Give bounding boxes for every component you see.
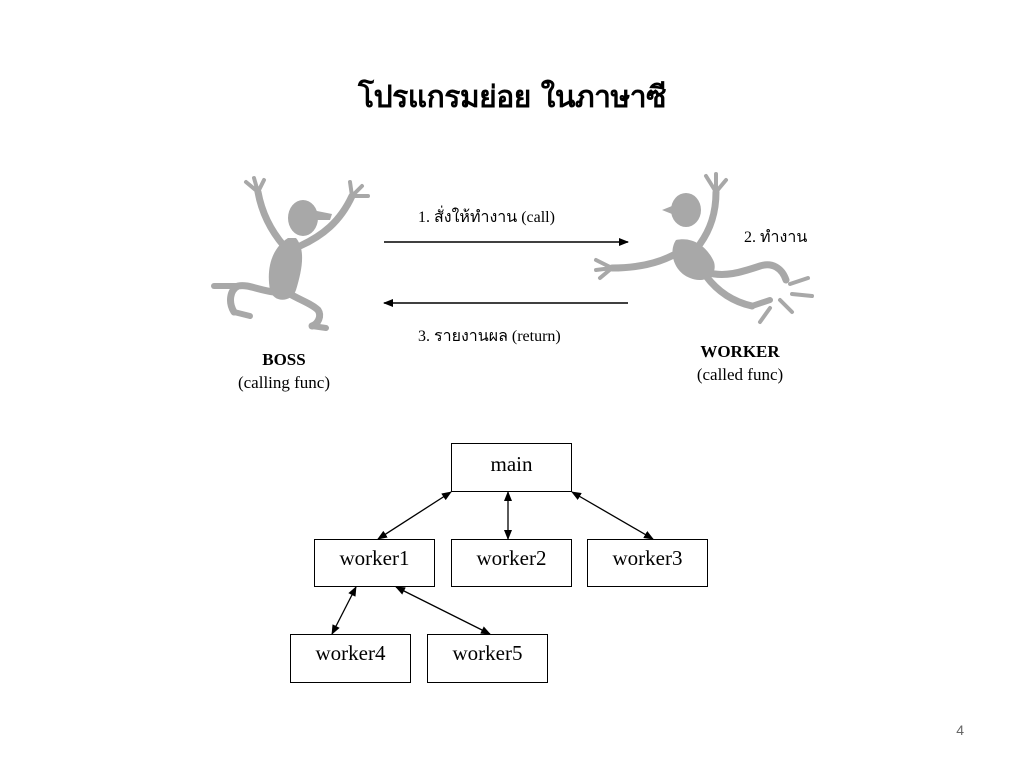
worker4-box: worker4	[290, 634, 411, 683]
worker1-box: worker1	[314, 539, 435, 587]
return-label: 3. รายงานผล (return)	[418, 328, 561, 345]
boss-name: BOSS	[262, 350, 306, 369]
worker5-box: worker5	[427, 634, 548, 683]
connector-main-worker1	[377, 491, 452, 540]
page-number: 4	[956, 722, 964, 738]
connector-worker1-worker4	[331, 586, 357, 635]
worker2-box: worker2	[451, 539, 572, 587]
worker-name: WORKER	[700, 342, 780, 361]
worker-figure-icon	[594, 172, 814, 324]
connector-worker1-worker5	[395, 586, 491, 635]
slide-title: โปรแกรมย่อย ในภาษาซี	[357, 80, 667, 115]
boss-role: (calling func)	[237, 373, 331, 392]
call-label: 1. สั่งให้ทำงาน (call)	[418, 209, 555, 226]
worker-caption: WORKER (called func)	[660, 340, 820, 386]
main-box: main	[451, 443, 572, 492]
boss-caption: BOSS (calling func)	[204, 348, 364, 394]
boss-figure-icon	[211, 176, 370, 331]
work-label: 2. ทำงาน	[744, 229, 808, 246]
worker-role: (called func)	[696, 365, 784, 384]
worker3-box: worker3	[587, 539, 708, 587]
connector-main-worker3	[571, 491, 654, 540]
